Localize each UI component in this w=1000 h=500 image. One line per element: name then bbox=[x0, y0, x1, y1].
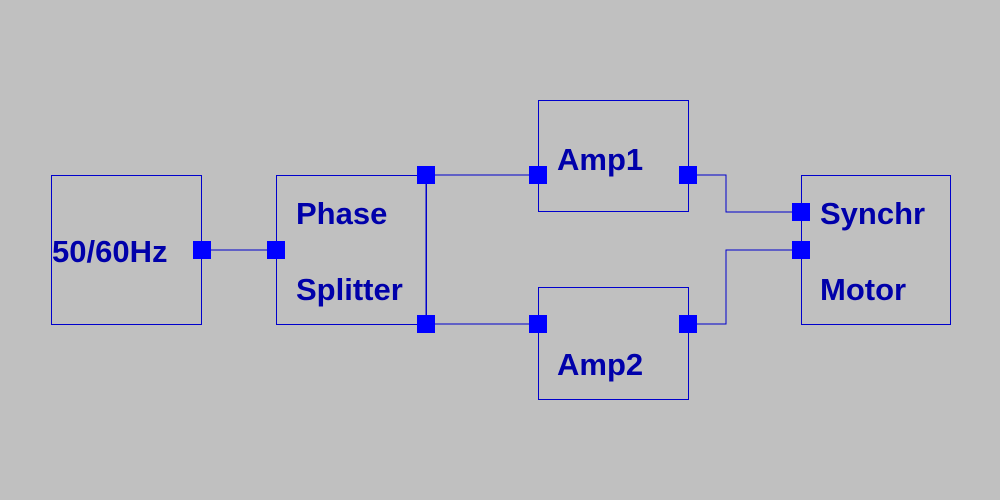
amp2-box bbox=[538, 287, 689, 400]
block-synchr-motor: Synchr Motor bbox=[792, 175, 951, 325]
amp2-input-pin bbox=[529, 315, 547, 333]
amp1-output-pin bbox=[679, 166, 697, 184]
wire-splitter-to-amp1 bbox=[425, 174, 538, 324]
wire-amp2-to-motor bbox=[688, 249, 800, 325]
splitter-output-bottom-pin bbox=[417, 315, 435, 333]
amp1-box bbox=[538, 100, 689, 212]
amp1-input-pin bbox=[529, 166, 547, 184]
block-phase-splitter: Phase Splitter bbox=[267, 166, 435, 333]
source-output-pin bbox=[193, 241, 211, 259]
source-label: 50/60Hz bbox=[52, 234, 167, 269]
amp1-label: Amp1 bbox=[557, 142, 643, 177]
wires bbox=[202, 174, 800, 325]
block-amp2: Amp2 bbox=[529, 287, 697, 400]
motor-input-bottom-pin bbox=[792, 241, 810, 259]
splitter-output-top-pin bbox=[417, 166, 435, 184]
motor-label-line1: Synchr bbox=[820, 196, 925, 231]
splitter-label-line1: Phase bbox=[296, 196, 387, 231]
splitter-label-line2: Splitter bbox=[296, 272, 403, 307]
amp2-output-pin bbox=[679, 315, 697, 333]
wire-amp1-to-motor bbox=[688, 174, 800, 213]
motor-label-line2: Motor bbox=[820, 272, 906, 307]
block-source: 50/60Hz bbox=[51, 175, 211, 325]
motor-input-top-pin bbox=[792, 203, 810, 221]
splitter-input-pin bbox=[267, 241, 285, 259]
amp2-label: Amp2 bbox=[557, 347, 643, 382]
block-amp1: Amp1 bbox=[529, 100, 697, 212]
